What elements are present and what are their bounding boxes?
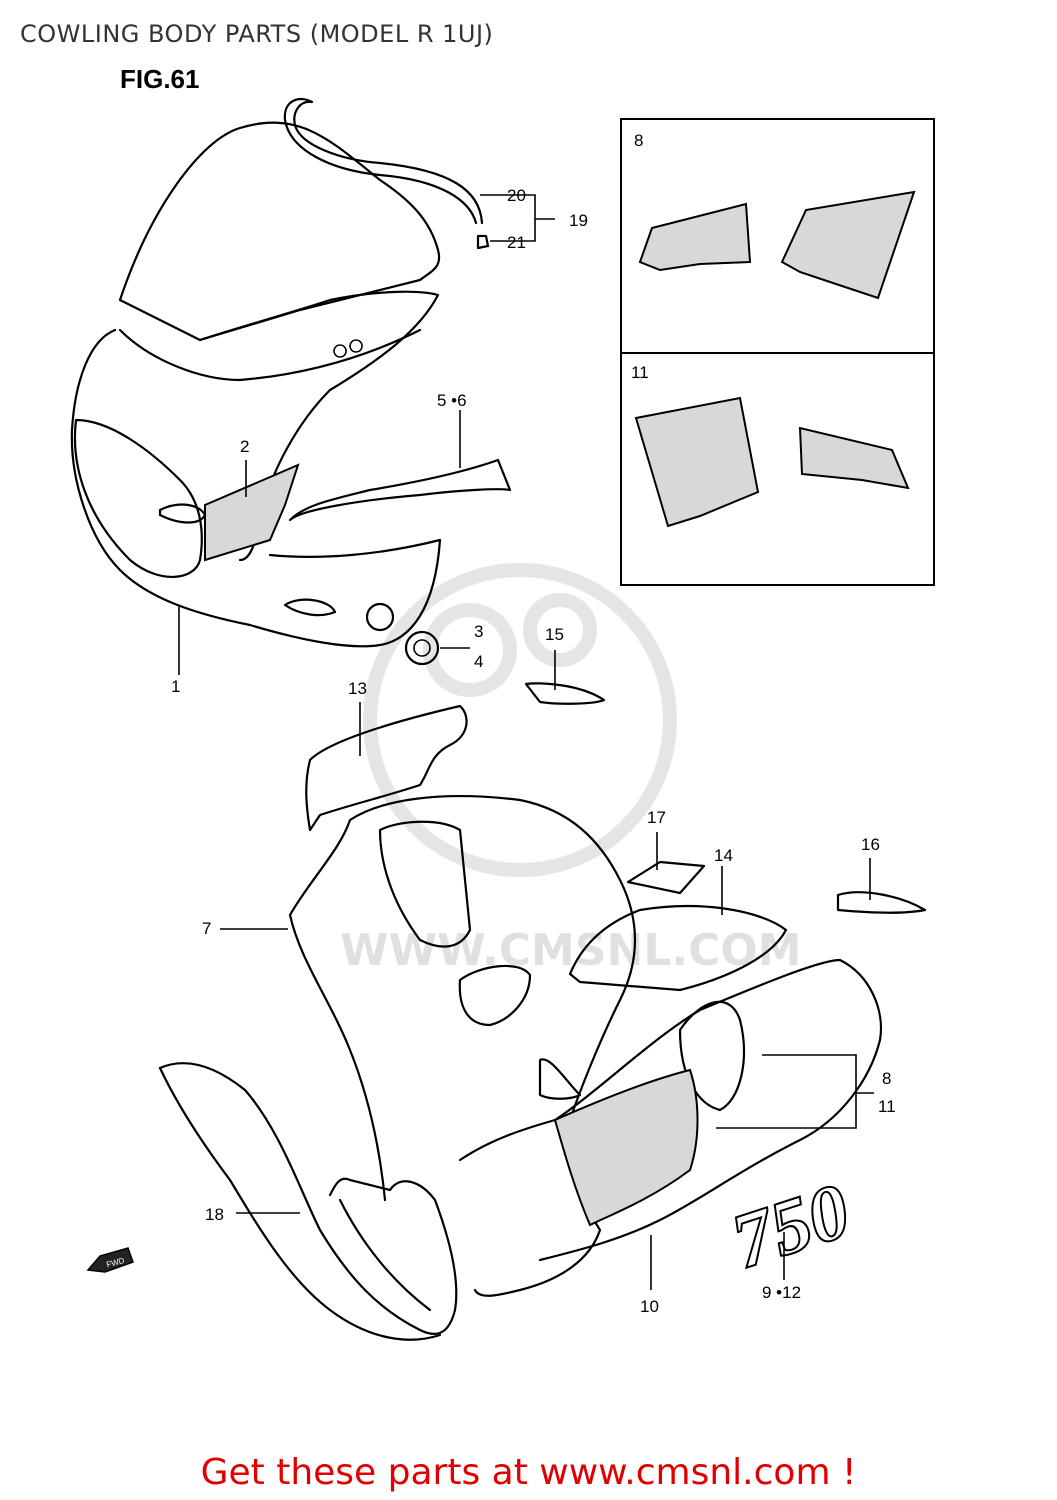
callout-17: 17: [647, 808, 666, 827]
callout-5-6: 5 •6: [437, 391, 467, 410]
leader-lines: [178, 194, 874, 1290]
part-13-inner-panel: [305, 704, 468, 832]
inset-8-left-decal: [638, 202, 752, 272]
callout-1: 1: [171, 677, 180, 696]
part-3-4-grommet: [404, 630, 440, 666]
callout-4: 4: [474, 652, 483, 671]
watermark-text: WWW.CMSNL.COM: [340, 925, 802, 976]
callout-16: 16: [861, 835, 880, 854]
fwd-arrow-icon: FWD: [86, 1247, 134, 1273]
callout-3: 3: [474, 622, 483, 641]
part-7-middle-cowling: [288, 794, 637, 1202]
callout-7: 7: [202, 919, 211, 938]
figure-label: FIG.61: [120, 64, 200, 94]
callout-10: 10: [640, 1297, 659, 1316]
callout-8-main: 8: [882, 1069, 891, 1088]
part-15-bracket: [524, 682, 606, 705]
part-14-inner-panel: [568, 905, 788, 992]
callout-14: 14: [714, 846, 733, 865]
inset-label-11: 11: [631, 363, 649, 382]
callout-18: 18: [205, 1205, 224, 1224]
callout-21: 21: [507, 233, 526, 252]
inset-8-right-decal: [780, 190, 916, 300]
decal-inset-box: 8 11: [620, 118, 935, 586]
callouts: 1 2 3 4 5 •6 7 8 11 9 •12 10 13 14 15 16…: [171, 186, 896, 1316]
footer-link[interactable]: Get these parts at www.cmsnl.com !: [200, 1452, 857, 1493]
part-2-decal: [204, 463, 300, 562]
part-10-side-cowling: [458, 958, 882, 1297]
callout-2: 2: [240, 437, 249, 456]
part-9-decal-750: 750: [722, 1166, 860, 1285]
callout-13: 13: [348, 679, 367, 698]
callout-9-12: 9 •12: [762, 1283, 801, 1302]
callout-11-main: 11: [878, 1097, 896, 1116]
page-title: COWLING BODY PARTS (MODEL R 1UJ): [20, 20, 494, 48]
part-18-lower-cowling: [158, 1062, 458, 1341]
callout-19: 19: [569, 211, 588, 230]
part-20-trim: [283, 97, 490, 250]
inset-label-8: 8: [634, 131, 643, 150]
callout-15: 15: [545, 625, 564, 644]
part-16-bracket: [836, 891, 927, 914]
callout-20: 20: [507, 186, 526, 205]
part-1-upper-cowling: [70, 121, 512, 648]
inset-11-left-decal: [634, 396, 760, 528]
part-17-pad: [626, 860, 706, 895]
watermark-logo: WWW.CMSNL.COM: [340, 563, 802, 976]
inset-11-right-decal: [798, 426, 910, 490]
